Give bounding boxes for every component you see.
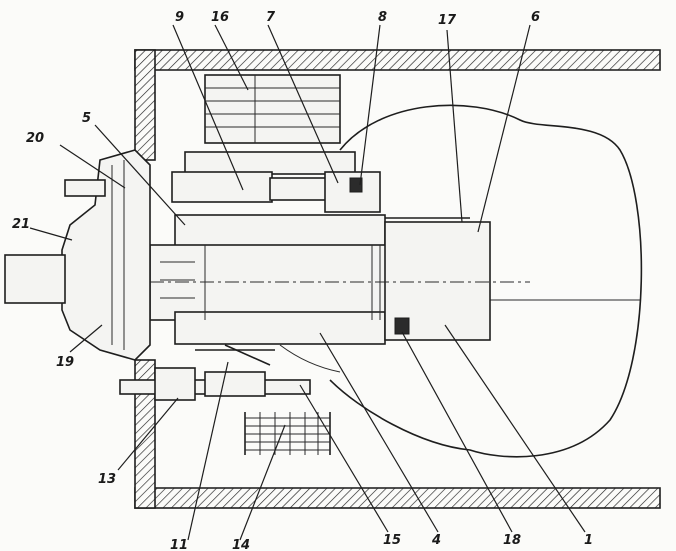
leader-5 (94, 124, 186, 226)
leader-8 (359, 24, 381, 186)
bowl-outline (329, 104, 643, 458)
leader-16 (214, 24, 249, 91)
leader-9 (172, 24, 244, 191)
callout-19: 19 (56, 355, 74, 370)
callout-18: 18 (503, 533, 521, 548)
callout-13: 13 (98, 472, 116, 487)
leader-4 (319, 332, 439, 533)
callout-7: 7 (266, 10, 276, 25)
callout-6: 6 (531, 10, 540, 25)
housing (134, 49, 661, 509)
callout-1: 1 (584, 533, 593, 548)
leader-6 (477, 24, 531, 233)
leader-18 (401, 331, 513, 533)
callout-14: 14 (232, 538, 250, 551)
leader-19 (69, 324, 103, 353)
callout-16: 16 (211, 10, 229, 25)
callout-17: 17 (438, 13, 457, 28)
callout-9: 9 (175, 10, 184, 25)
leader-11 (187, 361, 229, 541)
leader-15 (299, 384, 389, 533)
ladder-14 (244, 412, 331, 455)
callout-15: 15 (383, 533, 401, 548)
leader-7 (267, 24, 339, 184)
leader-21 (29, 227, 73, 241)
callout-5: 5 (82, 111, 91, 126)
lower-linkage (119, 344, 341, 401)
callout-11: 11 (170, 538, 188, 551)
callout-20: 20 (26, 131, 44, 146)
main-cylinder (149, 214, 530, 345)
block-16 (204, 74, 341, 144)
leader-14 (239, 424, 286, 541)
leader-1 (444, 324, 586, 533)
housing-left-wall-lower (134, 359, 156, 509)
housing-bottom-wall (134, 487, 661, 509)
callout-8: 8 (378, 10, 387, 25)
flange-hub (4, 149, 151, 361)
shaft-21 (4, 254, 66, 304)
callout-labels: 9 16 7 8 17 6 5 20 21 19 13 11 14 15 4 1… (12, 10, 593, 551)
leader-lines (29, 24, 586, 541)
leader-13 (117, 397, 179, 471)
callout-4: 4 (431, 533, 441, 548)
housing-top-wall (134, 49, 661, 71)
callout-21: 21 (12, 217, 30, 232)
nozzle-20 (64, 179, 106, 197)
leader-20 (59, 144, 126, 189)
leader-17 (446, 29, 463, 223)
housing-left-wall-upper (134, 49, 156, 161)
